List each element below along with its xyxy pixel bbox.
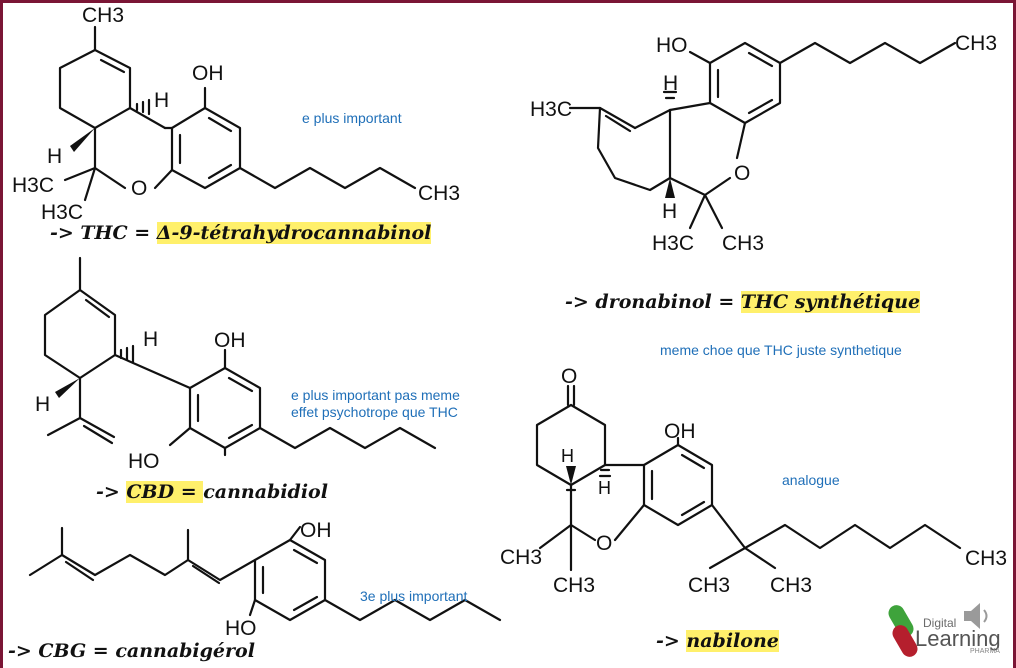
cbd-note: e plus important pas meme effet psychotr… [291, 387, 460, 421]
nabilone-label-ch3-1: CH3 [500, 546, 542, 569]
nabilone-caption: -> nabilone [656, 630, 779, 652]
nabilone-label-ch3-3: CH3 [688, 574, 730, 597]
cbd-label-h2: H [35, 393, 50, 416]
cbd-label-oh: OH [214, 329, 246, 352]
cbg-caption: -> CBG = cannabigérol [8, 640, 255, 662]
slide-border-left [0, 0, 3, 668]
cbd-caption-name: CBD = [126, 481, 204, 503]
slide-border-top [0, 0, 1016, 3]
dronabinol-caption-prefix: -> dronabinol = [565, 291, 741, 313]
thc-caption: -> THC = Δ-9-tétrahydrocannabinol [50, 222, 432, 244]
nabilone-note: analogue [782, 472, 840, 488]
cbd-caption-suffix: cannabidiol [203, 481, 328, 503]
nabilone-label-ch3-2: CH3 [553, 574, 595, 597]
thc-caption-name: Δ-9-tétrahydrocannabinol [156, 222, 432, 244]
thc-label-h3c2: H3C [41, 201, 83, 224]
thc-note: e plus important [302, 110, 402, 126]
cbg-label-ho: HO [225, 617, 257, 640]
speaker-icon[interactable] [960, 598, 996, 634]
nabilone-caption-name: nabilone [686, 630, 779, 652]
slide-border-right [1013, 0, 1016, 668]
nabilone-label-h1: H [561, 446, 574, 466]
cbg-label-oh: OH [300, 519, 332, 542]
dronabinol-label-h1: H [663, 72, 678, 95]
cbd-note-line1: e plus important pas meme [291, 387, 460, 403]
thc-label-ch3-tail: CH3 [418, 182, 460, 205]
thc-label-ch3: CH3 [82, 4, 124, 27]
nabilone-label-ch3-tail: CH3 [965, 547, 1007, 570]
thc-label-h1: H [154, 89, 169, 112]
dronabinol-caption: -> dronabinol = THC synthétique [565, 291, 921, 313]
dronabinol-label-h3c-left: H3C [530, 98, 572, 121]
nabilone-label-o-top: O [561, 365, 577, 388]
dronabinol-label-h2: H [662, 200, 677, 223]
cbd-caption-prefix: -> [96, 481, 127, 503]
pill-icon [888, 605, 918, 657]
logo-line2: Learning [915, 626, 1001, 651]
logo-line3: PHARMA [970, 648, 1000, 655]
dronabinol-note: meme choe que THC juste synthetique [660, 342, 902, 358]
dronabinol-label-ho: HO [656, 34, 688, 57]
cbd-note-line2: effet psychotrope que THC [291, 404, 458, 420]
nabilone-label-h2: H [598, 478, 611, 498]
thc-label-o: O [131, 177, 147, 200]
nabilone-label-oh: OH [664, 420, 696, 443]
cbd-caption: -> CBD = cannabidiol [96, 481, 328, 503]
nabilone-label-ch3-4: CH3 [770, 574, 812, 597]
logo-line1: Digital [923, 616, 957, 630]
nabilone-label-o-ring: O [596, 532, 612, 555]
dronabinol-label-o: O [734, 162, 750, 185]
dronabinol-label-h3c-bottom: H3C [652, 232, 694, 255]
cbg-note: 3e plus important [360, 588, 468, 604]
thc-label-oh: OH [192, 62, 224, 85]
nabilone-caption-prefix: -> [656, 630, 687, 652]
cbd-label-h1: H [143, 328, 158, 351]
thc-label-h3c1: H3C [12, 174, 54, 197]
cbd-label-ho: HO [128, 450, 160, 473]
dronabinol-label-ch3-tail: CH3 [955, 32, 997, 55]
thc-label-h2: H [47, 145, 62, 168]
dronabinol-caption-name: THC synthétique [740, 291, 921, 313]
dronabinol-label-ch3-bottom: CH3 [722, 232, 764, 255]
thc-caption-prefix: -> THC = [50, 222, 157, 244]
digital-learning-logo: Digital Learning PHARMA [885, 600, 1013, 662]
